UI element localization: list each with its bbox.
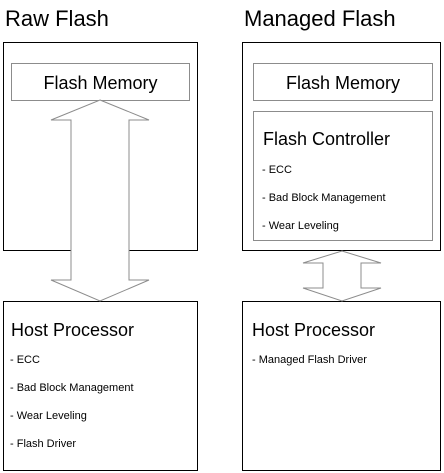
list-item: - ECC	[262, 164, 292, 176]
managed-flash-heading: Managed Flash	[244, 6, 396, 31]
managed-flash-device-box: Flash Memory Flash Controller - ECC - Ba…	[242, 42, 441, 251]
managed-flash-double-arrow	[302, 250, 382, 302]
flash-controller-list: - ECC - Bad Block Management - Wear Leve…	[262, 163, 386, 247]
list-item: - Wear Leveling	[10, 410, 87, 422]
managed-flash-memory-label: Flash Memory	[285, 73, 401, 93]
raw-host-processor-title: Host Processor	[11, 320, 135, 340]
raw-flash-device-box: Flash Memory	[3, 42, 198, 251]
list-item: - Managed Flash Driver	[252, 354, 367, 366]
managed-host-processor-title: Host Processor	[252, 320, 376, 340]
raw-flash-heading: Raw Flash	[5, 6, 109, 31]
flash-controller-box: Flash Controller - ECC - Bad Block Manag…	[253, 111, 433, 241]
managed-host-processor-list: - Managed Flash Driver	[252, 353, 367, 381]
managed-flash-memory-box: Flash Memory	[253, 63, 433, 101]
raw-flash-memory-box: Flash Memory	[11, 63, 190, 101]
list-item: - Bad Block Management	[10, 382, 134, 394]
flash-controller-title: Flash Controller	[263, 129, 391, 149]
raw-host-processor-list: - ECC - Bad Block Management - Wear Leve…	[10, 353, 134, 465]
raw-flash-memory-label: Flash Memory	[43, 73, 158, 93]
list-item: - Flash Driver	[10, 438, 77, 450]
list-item: - Bad Block Management	[262, 192, 386, 204]
managed-host-processor-box: Host Processor - Managed Flash Driver	[242, 301, 441, 471]
list-item: - ECC	[10, 354, 40, 366]
raw-host-processor-box: Host Processor - ECC - Bad Block Managem…	[3, 301, 198, 471]
list-item: - Wear Leveling	[262, 220, 339, 232]
